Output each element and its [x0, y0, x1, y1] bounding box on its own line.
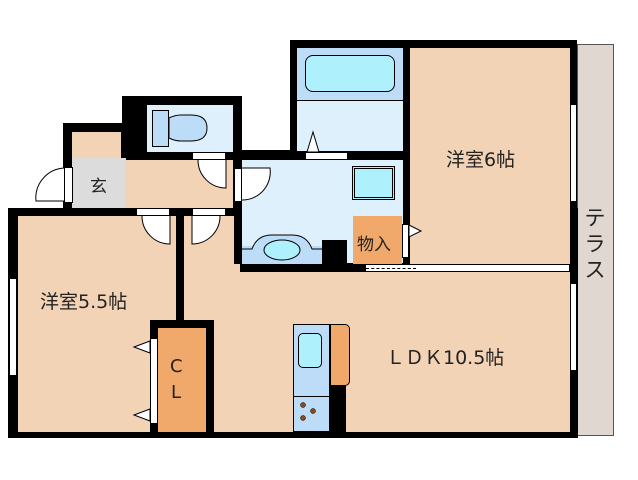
ldk-label: ＬＤＫ10.5帖 [386, 347, 505, 369]
closet-door[interactable] [150, 338, 158, 424]
closet-door-swing-icon [132, 340, 151, 422]
toilet-door [192, 152, 226, 160]
storage [353, 216, 402, 264]
wall [330, 385, 346, 435]
wall [322, 240, 347, 264]
toilet-door-swing-icon [197, 159, 227, 189]
stove-divider [293, 396, 330, 397]
front-door[interactable] [64, 167, 73, 203]
washroom-door-swing-icon [241, 167, 271, 201]
closet-label-c: C [170, 356, 183, 377]
closet-label-l: L [171, 382, 182, 403]
washing-machine-icon [352, 166, 395, 200]
stove-burner-icon [300, 402, 316, 421]
western-room-5-5-label: 洋室5.5帖 [40, 291, 128, 313]
ldk-door [192, 208, 226, 216]
bath-door-swing-icon [306, 130, 320, 153]
toilet-tank-icon [152, 110, 169, 147]
western-room-6-label: 洋室6帖 [446, 149, 516, 171]
front-door-swing-icon [35, 167, 65, 202]
window [570, 283, 577, 371]
storage-door-swing-icon [408, 224, 423, 238]
ldk-door-swing-icon [191, 215, 221, 245]
storage-door [402, 224, 409, 258]
terrace-label: テラス [584, 206, 606, 282]
sliding-door-track [366, 268, 416, 269]
western-room-5-5 [18, 216, 176, 432]
storage-label: 物入 [357, 235, 391, 255]
kitchen-cabinet [330, 324, 350, 386]
western-room-6 [410, 48, 570, 264]
ldk [184, 264, 240, 320]
entrance-label: 玄 [90, 177, 107, 197]
kitchen-sink-icon [298, 333, 322, 368]
ldk [214, 272, 570, 432]
bathtub-icon [305, 55, 395, 92]
entrance [72, 158, 126, 208]
window [570, 104, 577, 202]
sliding-door[interactable] [365, 264, 570, 272]
toilet-bowl-icon [168, 114, 208, 142]
room-door [136, 208, 170, 216]
washroom-door [234, 168, 242, 202]
washbasin-icon [242, 234, 322, 261]
room-door-swing-icon [141, 215, 171, 245]
window [9, 278, 17, 376]
closet [158, 328, 206, 432]
entry-closet [72, 132, 121, 158]
bath-door [305, 152, 348, 160]
